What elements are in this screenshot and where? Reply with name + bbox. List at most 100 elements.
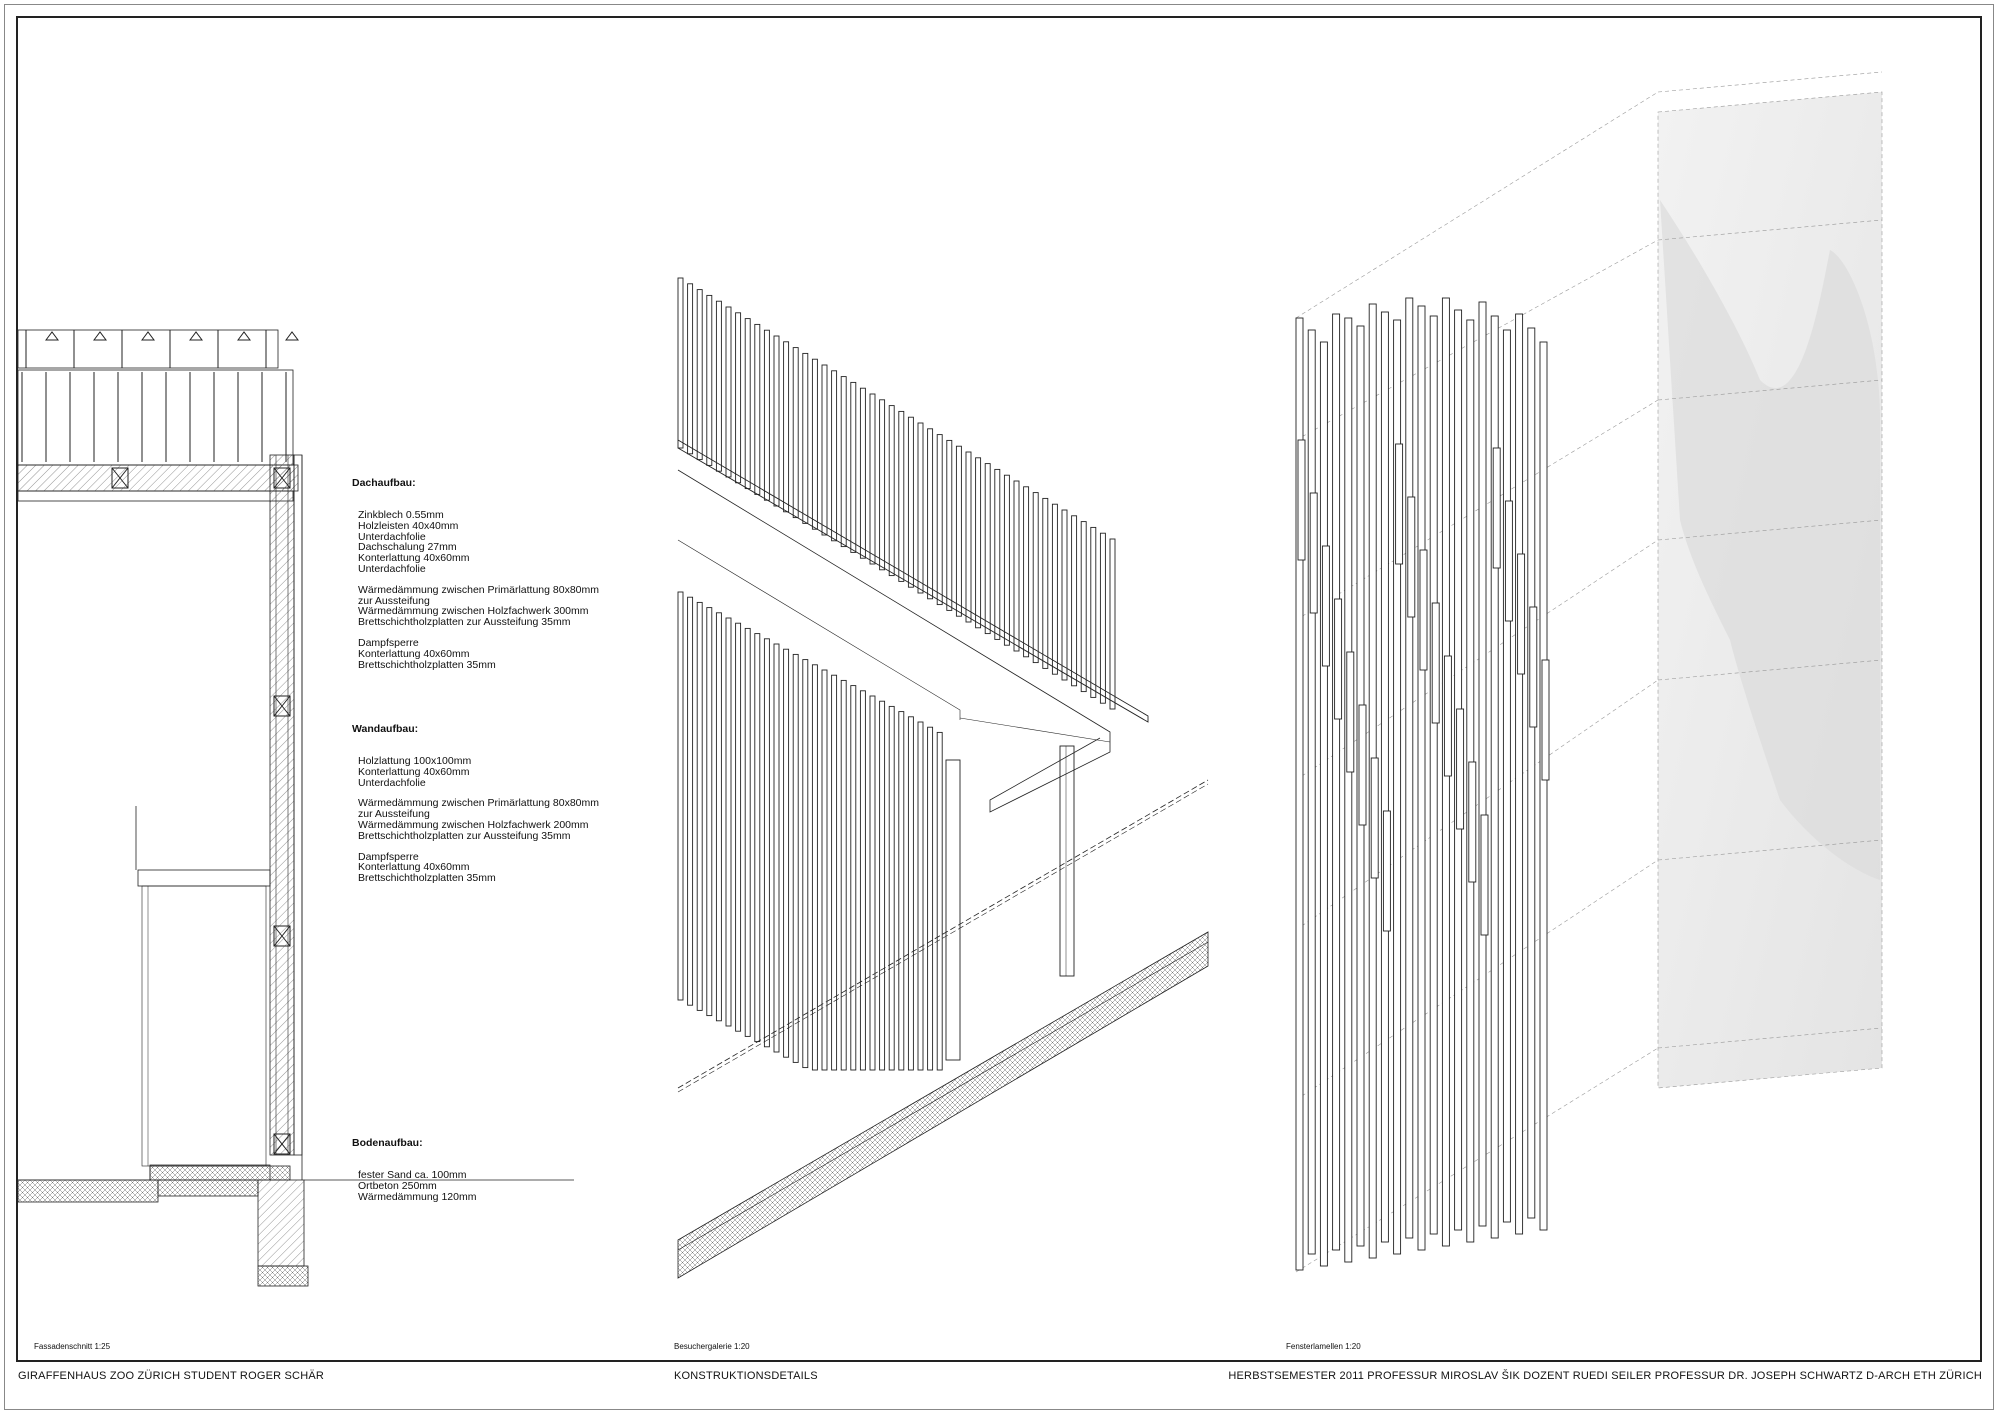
gallery-slat <box>984 463 991 635</box>
drawing-frame <box>16 16 1982 1362</box>
gallery-slat <box>792 653 799 1063</box>
caption-facade: Fassadenschnitt 1:25 <box>34 1342 111 1351</box>
lamella-offset <box>1480 814 1489 936</box>
lamella-offset <box>1468 761 1477 883</box>
gallery-slat <box>744 627 751 1037</box>
gallery-slat <box>898 711 905 1071</box>
window-lamella <box>1429 315 1438 1235</box>
gallery-slat <box>773 335 780 507</box>
lamella-offset <box>1321 545 1330 667</box>
window-lamella <box>1527 327 1536 1219</box>
roof-spec-line: Unterdachfolie <box>358 562 426 575</box>
projection-line <box>1657 379 1883 401</box>
gallery-slat <box>696 601 703 1011</box>
lamella-offset <box>1431 602 1440 724</box>
footer-credits: HERBSTSEMESTER 2011 PROFESSUR MIROSLAV Š… <box>1228 1370 1982 1382</box>
wall-spec-line: Konterlattung 40x60mm <box>358 861 470 874</box>
gallery-slat <box>840 679 847 1071</box>
structural-blocks <box>111 467 291 1155</box>
wall-spec-title: Wandaufbau: <box>352 722 419 735</box>
wall-spec-line: Holzlattung 100x100mm <box>358 754 472 767</box>
caption-slats: Fensterlamellen 1:20 <box>1286 1342 1361 1351</box>
lamella-offset <box>1395 443 1404 565</box>
roof-spec-line: Wärmedämmung zwischen Holzfachwerk 300mm <box>358 605 589 618</box>
gallery-slat <box>1109 538 1116 710</box>
projection-line <box>1657 71 1883 93</box>
roof-spec-line: Brettschichtholzplatten 35mm <box>358 658 496 671</box>
gallery-slat <box>907 716 914 1071</box>
gallery-slat <box>687 283 694 455</box>
gallery-slat <box>725 617 732 1027</box>
projection-line <box>1657 519 1883 541</box>
roof-spec-line: Dampfsperre <box>358 636 419 649</box>
lamella-offset <box>1504 500 1513 622</box>
window-lamella <box>1478 301 1487 1227</box>
gallery-slat <box>869 695 876 1071</box>
lamella-offset <box>1517 553 1526 675</box>
window-slats-drawing <box>1295 71 1883 1273</box>
wall-spec-line: Brettschichtholzplatten 35mm <box>358 872 496 885</box>
outer-border <box>4 4 1994 1410</box>
projection-line <box>1657 1027 1883 1049</box>
window-lamella <box>1539 341 1548 1231</box>
floor-spec-title: Bodenaufbau: <box>352 1136 423 1149</box>
lamella-offset <box>1529 606 1538 728</box>
window-lamella <box>1319 341 1328 1267</box>
roof-spec-line: Konterlattung 40x60mm <box>358 647 470 660</box>
roof-spec-line: Unterdachfolie <box>358 530 426 543</box>
gallery-slat <box>763 329 770 501</box>
gallery-slat <box>1023 486 1030 658</box>
gallery-slat <box>955 445 962 617</box>
gallery-slat <box>706 607 713 1017</box>
gallery-slat <box>811 664 818 1071</box>
gallery-slat <box>725 306 732 478</box>
projection-line <box>1657 659 1883 681</box>
gallery-slat <box>898 410 905 582</box>
gallery-slat <box>879 700 886 1071</box>
gallery-slat <box>831 674 838 1071</box>
gallery-rail <box>677 439 1149 723</box>
window-lamella <box>1380 311 1389 1243</box>
gallery-slat <box>859 387 866 559</box>
window-lamella <box>1344 317 1353 1263</box>
window-lamella <box>1332 313 1341 1251</box>
lamella-offset <box>1419 549 1428 671</box>
wall-spec-line: Wärmedämmung zwischen Holzfachwerk 200mm <box>358 818 589 831</box>
window-lamella <box>1417 305 1426 1251</box>
gallery-slat <box>754 323 761 495</box>
lamella-offset <box>1456 708 1465 830</box>
vent-mark <box>237 331 251 341</box>
giraffe-image <box>1660 200 1880 880</box>
gallery-slat <box>936 731 943 1071</box>
gallery-slat <box>1013 480 1020 652</box>
gallery-slat <box>715 612 722 1022</box>
gallery-slat <box>783 648 790 1058</box>
gallery-slat <box>802 659 809 1069</box>
lamella-offset <box>1297 439 1306 561</box>
lamella-offset <box>1443 655 1452 777</box>
lamella-offset <box>1370 757 1379 879</box>
roof-spec-line: Dachschalung 27mm <box>358 541 457 554</box>
gallery-slat <box>1071 515 1078 687</box>
projection-line <box>1657 219 1883 241</box>
gallery-slat <box>1003 474 1010 646</box>
projection-line <box>1295 859 1659 1101</box>
gallery-slat <box>907 416 914 588</box>
gallery-slat <box>677 277 684 449</box>
projection-line <box>1295 399 1659 621</box>
projection-line <box>1295 1047 1659 1273</box>
lamella-offset <box>1358 704 1367 826</box>
gallery-slat <box>888 705 895 1071</box>
wall-spec-line: Dampfsperre <box>358 850 419 863</box>
wall-spec-line: Wärmedämmung zwischen Primärlattung 80x8… <box>358 797 600 810</box>
vent-mark <box>285 331 299 341</box>
gallery-slat <box>1042 497 1049 669</box>
gallery-slat <box>706 294 713 466</box>
gallery-slat <box>783 341 790 513</box>
gallery-slat <box>888 405 895 577</box>
window-lamella <box>1515 313 1524 1235</box>
projection-line <box>1295 91 1659 319</box>
gallery-slat <box>946 439 953 611</box>
